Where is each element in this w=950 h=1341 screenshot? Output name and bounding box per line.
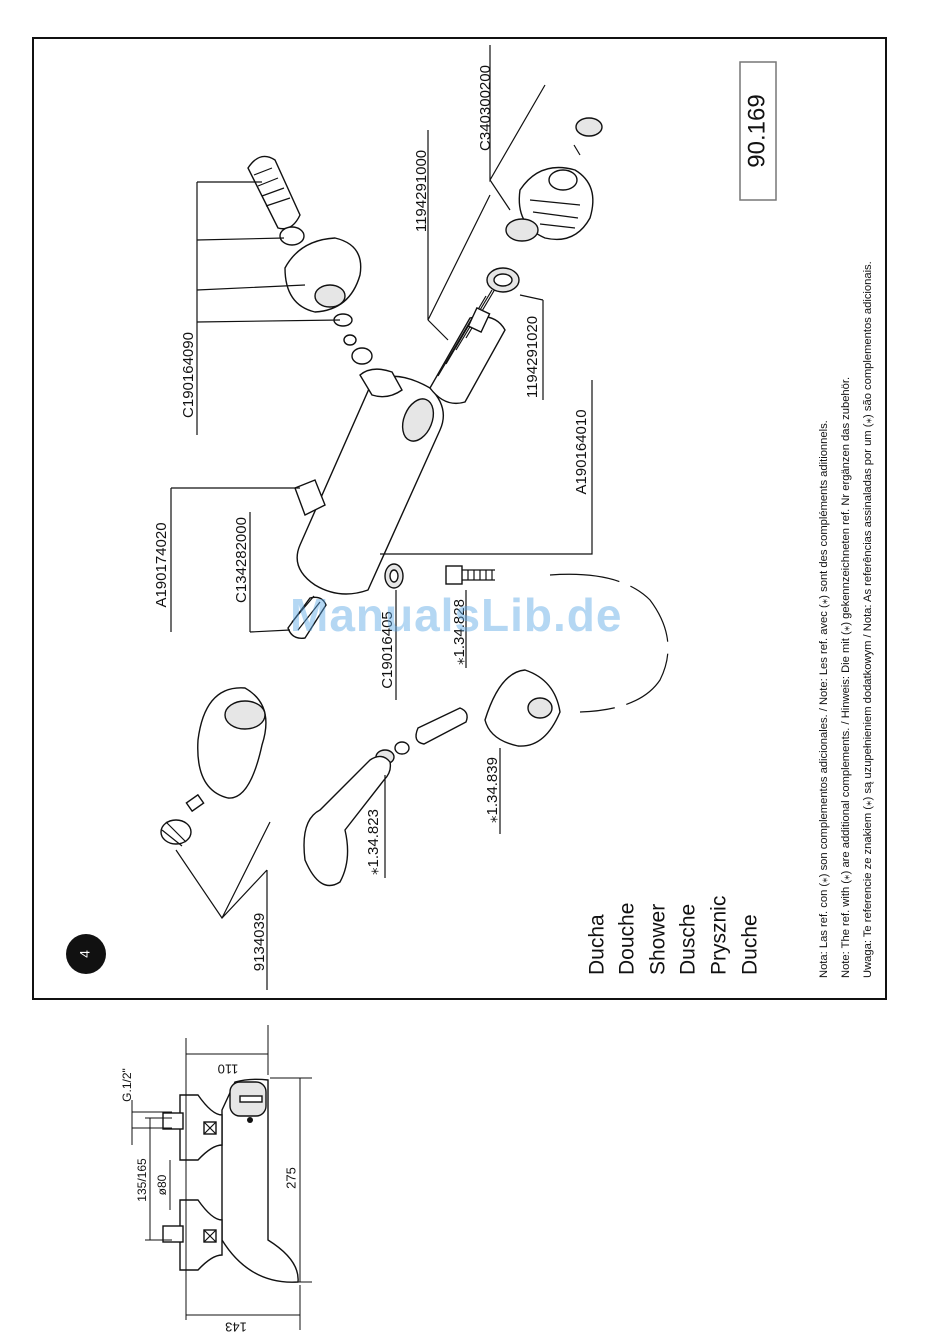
eccentric-connector: [247, 155, 403, 398]
label-1194291000: 1194291000: [413, 150, 430, 232]
label-a190164010: A190164010: [573, 409, 590, 494]
title-ducha: Ducha: [586, 914, 609, 975]
label-c134282000: C134282000: [233, 517, 250, 603]
label-9134039: 9134039: [251, 913, 268, 971]
label-c340300200: C340300200: [477, 65, 494, 151]
dim-110: 110: [218, 1062, 239, 1077]
dim-135-165: 135/165: [135, 1158, 149, 1202]
dim-g-1-2: G.1/2": [120, 1068, 134, 1102]
check-valve: [287, 595, 327, 639]
label-c190164090: C190164090: [180, 332, 197, 418]
note-line-1: Nota: Las ref. con (⁎) son complementos …: [818, 420, 830, 978]
reference-box: [739, 61, 777, 201]
dim-143: 143: [225, 1320, 247, 1335]
label-c19016405: C19016405: [379, 611, 396, 689]
diagram-frame: [32, 37, 887, 1000]
label-a190174020: A190174020: [153, 522, 170, 607]
dim-275: 275: [283, 1167, 298, 1189]
reference-number: 90.169: [743, 94, 770, 167]
title-prysznic: Prysznic: [708, 896, 731, 975]
cartridge: [429, 283, 506, 405]
title-dusche: Dusche: [677, 904, 700, 975]
dimension-drawing: [131, 1025, 312, 1330]
title-duche: Duche: [739, 914, 762, 975]
label-1194291020: 1194291020: [524, 316, 541, 398]
title-douche: Douche: [616, 903, 639, 975]
temperature-knob: [505, 117, 603, 242]
watermark: ManualsLib.de: [290, 589, 623, 641]
valve-body: [294, 375, 444, 595]
shower-holder: [484, 669, 561, 747]
note-line-3: Uwaga: Te referencie ze znakiem (⁎) są u…: [862, 261, 874, 978]
label-1-34-828: ⁎1.34.828: [451, 599, 468, 665]
label-1-34-823: ⁎1.34.823: [365, 809, 382, 875]
page-number-circle: [66, 934, 106, 974]
note-line-2: Note: The ref. with (⁎) are additional c…: [840, 377, 852, 978]
shower-hose: [549, 573, 669, 713]
hose-connector: [375, 707, 468, 765]
wall-screw: [445, 565, 495, 585]
hand-shower: [303, 755, 392, 887]
label-1-34-839: ⁎1.34.839: [484, 757, 501, 823]
dim-80: ø80: [155, 1174, 169, 1195]
leader-lines: [170, 45, 593, 990]
page-number: 4: [77, 950, 93, 958]
shower-arm: [160, 687, 267, 847]
title-shower: Shower: [647, 904, 670, 975]
